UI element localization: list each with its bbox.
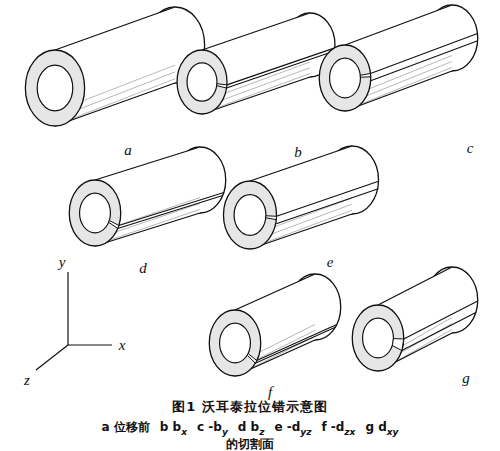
caption-item: e -d bbox=[274, 420, 300, 434]
subscript: x bbox=[181, 427, 187, 437]
axis-label: x bbox=[119, 337, 126, 354]
axis-label: y bbox=[59, 254, 66, 271]
caption-item: f -d bbox=[321, 420, 344, 434]
panel-letter: f bbox=[268, 384, 272, 401]
subscript: y bbox=[222, 427, 228, 437]
figure-caption: 图1 沃耳泰拉位错示意图 bbox=[0, 398, 500, 416]
hollow-tube bbox=[209, 274, 340, 376]
hollow-tube bbox=[319, 5, 477, 111]
subscript: xy bbox=[387, 427, 399, 437]
panel-letter: c bbox=[467, 140, 474, 157]
caption-item: 的切割面 bbox=[226, 437, 274, 451]
hollow-tube bbox=[352, 267, 477, 371]
caption-item: d b bbox=[238, 420, 259, 434]
panel-letter: b bbox=[294, 144, 302, 161]
hollow-tube bbox=[69, 147, 225, 246]
subscript: zx bbox=[344, 427, 355, 437]
subscript: z bbox=[259, 427, 264, 437]
caption-line: 的切割面 bbox=[0, 433, 500, 451]
caption-item: b b bbox=[160, 420, 181, 434]
panel-letter: d bbox=[139, 260, 147, 277]
hollow-tube bbox=[223, 146, 378, 249]
caption-item: g d bbox=[365, 420, 386, 434]
panel-letter: a bbox=[124, 142, 132, 159]
caption-item: c -b bbox=[197, 420, 222, 434]
caption-line: a 位移前 b bx c -by d bz e -dyz f -dzx g dxy bbox=[0, 416, 500, 437]
subscript: yz bbox=[300, 427, 311, 437]
coordinate-axes bbox=[36, 272, 112, 370]
panel-letter: e bbox=[327, 254, 334, 271]
hollow-tube bbox=[177, 13, 335, 114]
axis-label: z bbox=[24, 372, 30, 389]
panel-letter: g bbox=[462, 370, 470, 387]
hollow-tube bbox=[25, 7, 204, 126]
caption-item: a 位移前 bbox=[102, 420, 150, 434]
